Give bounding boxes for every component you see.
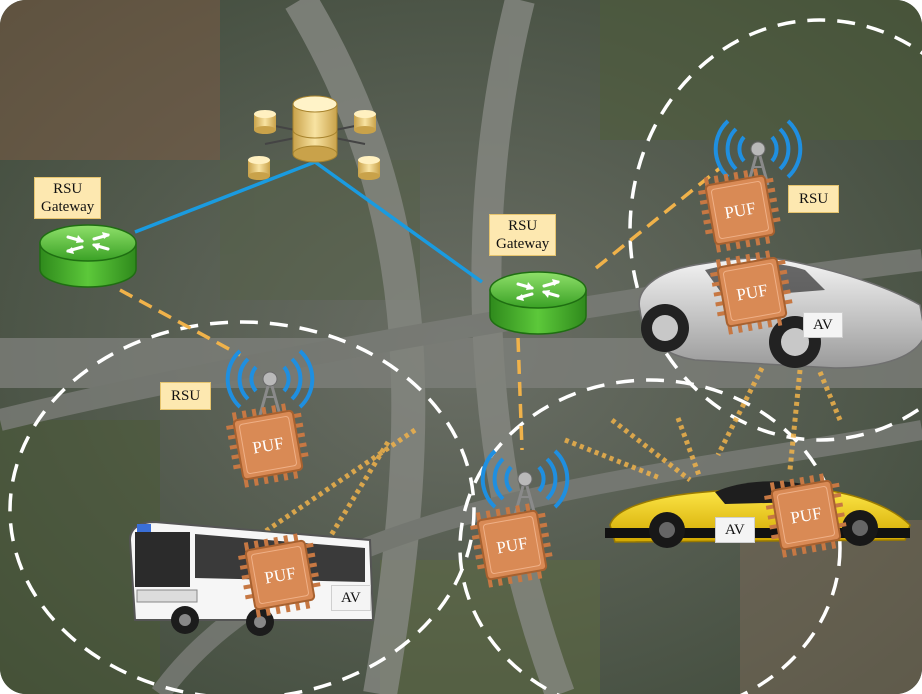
backbone-links bbox=[134, 160, 484, 284]
rsu-label-left: RSU bbox=[160, 382, 212, 410]
cluster-circle-sports bbox=[458, 378, 842, 694]
label-line2: Gateway bbox=[496, 236, 550, 252]
database-cluster-icon bbox=[248, 95, 380, 180]
cluster-circle-top-right bbox=[628, 18, 922, 442]
router-icon bbox=[488, 270, 588, 336]
chip-icon-car-right: PUF bbox=[706, 246, 798, 338]
chip-icon-rsu-left: PUF bbox=[222, 399, 314, 491]
chip-icon-bus: PUF bbox=[234, 529, 326, 621]
chip-icon-sports: PUF bbox=[760, 469, 852, 561]
label-line1: RSU bbox=[53, 181, 83, 197]
wireless-links bbox=[119, 166, 722, 451]
v2x-links bbox=[258, 366, 843, 552]
rsu-gateway-label-center: RSU Gateway bbox=[489, 214, 557, 256]
chip-icon-rsu-top-right: PUF bbox=[694, 164, 786, 256]
label-line2: Gateway bbox=[41, 199, 95, 215]
av-label-sports: AV bbox=[715, 517, 755, 543]
av-label-right: AV bbox=[803, 312, 843, 338]
chip-icon-rsu-bottom: PUF bbox=[466, 499, 558, 591]
av-label-bus: AV bbox=[331, 585, 371, 611]
rsu-label-top-right: RSU bbox=[788, 185, 840, 213]
label-line1: RSU bbox=[508, 218, 538, 234]
rsu-gateway-label-left: RSU Gateway bbox=[34, 177, 102, 219]
router-icon bbox=[38, 223, 138, 289]
cluster-circle-bus bbox=[8, 320, 476, 694]
